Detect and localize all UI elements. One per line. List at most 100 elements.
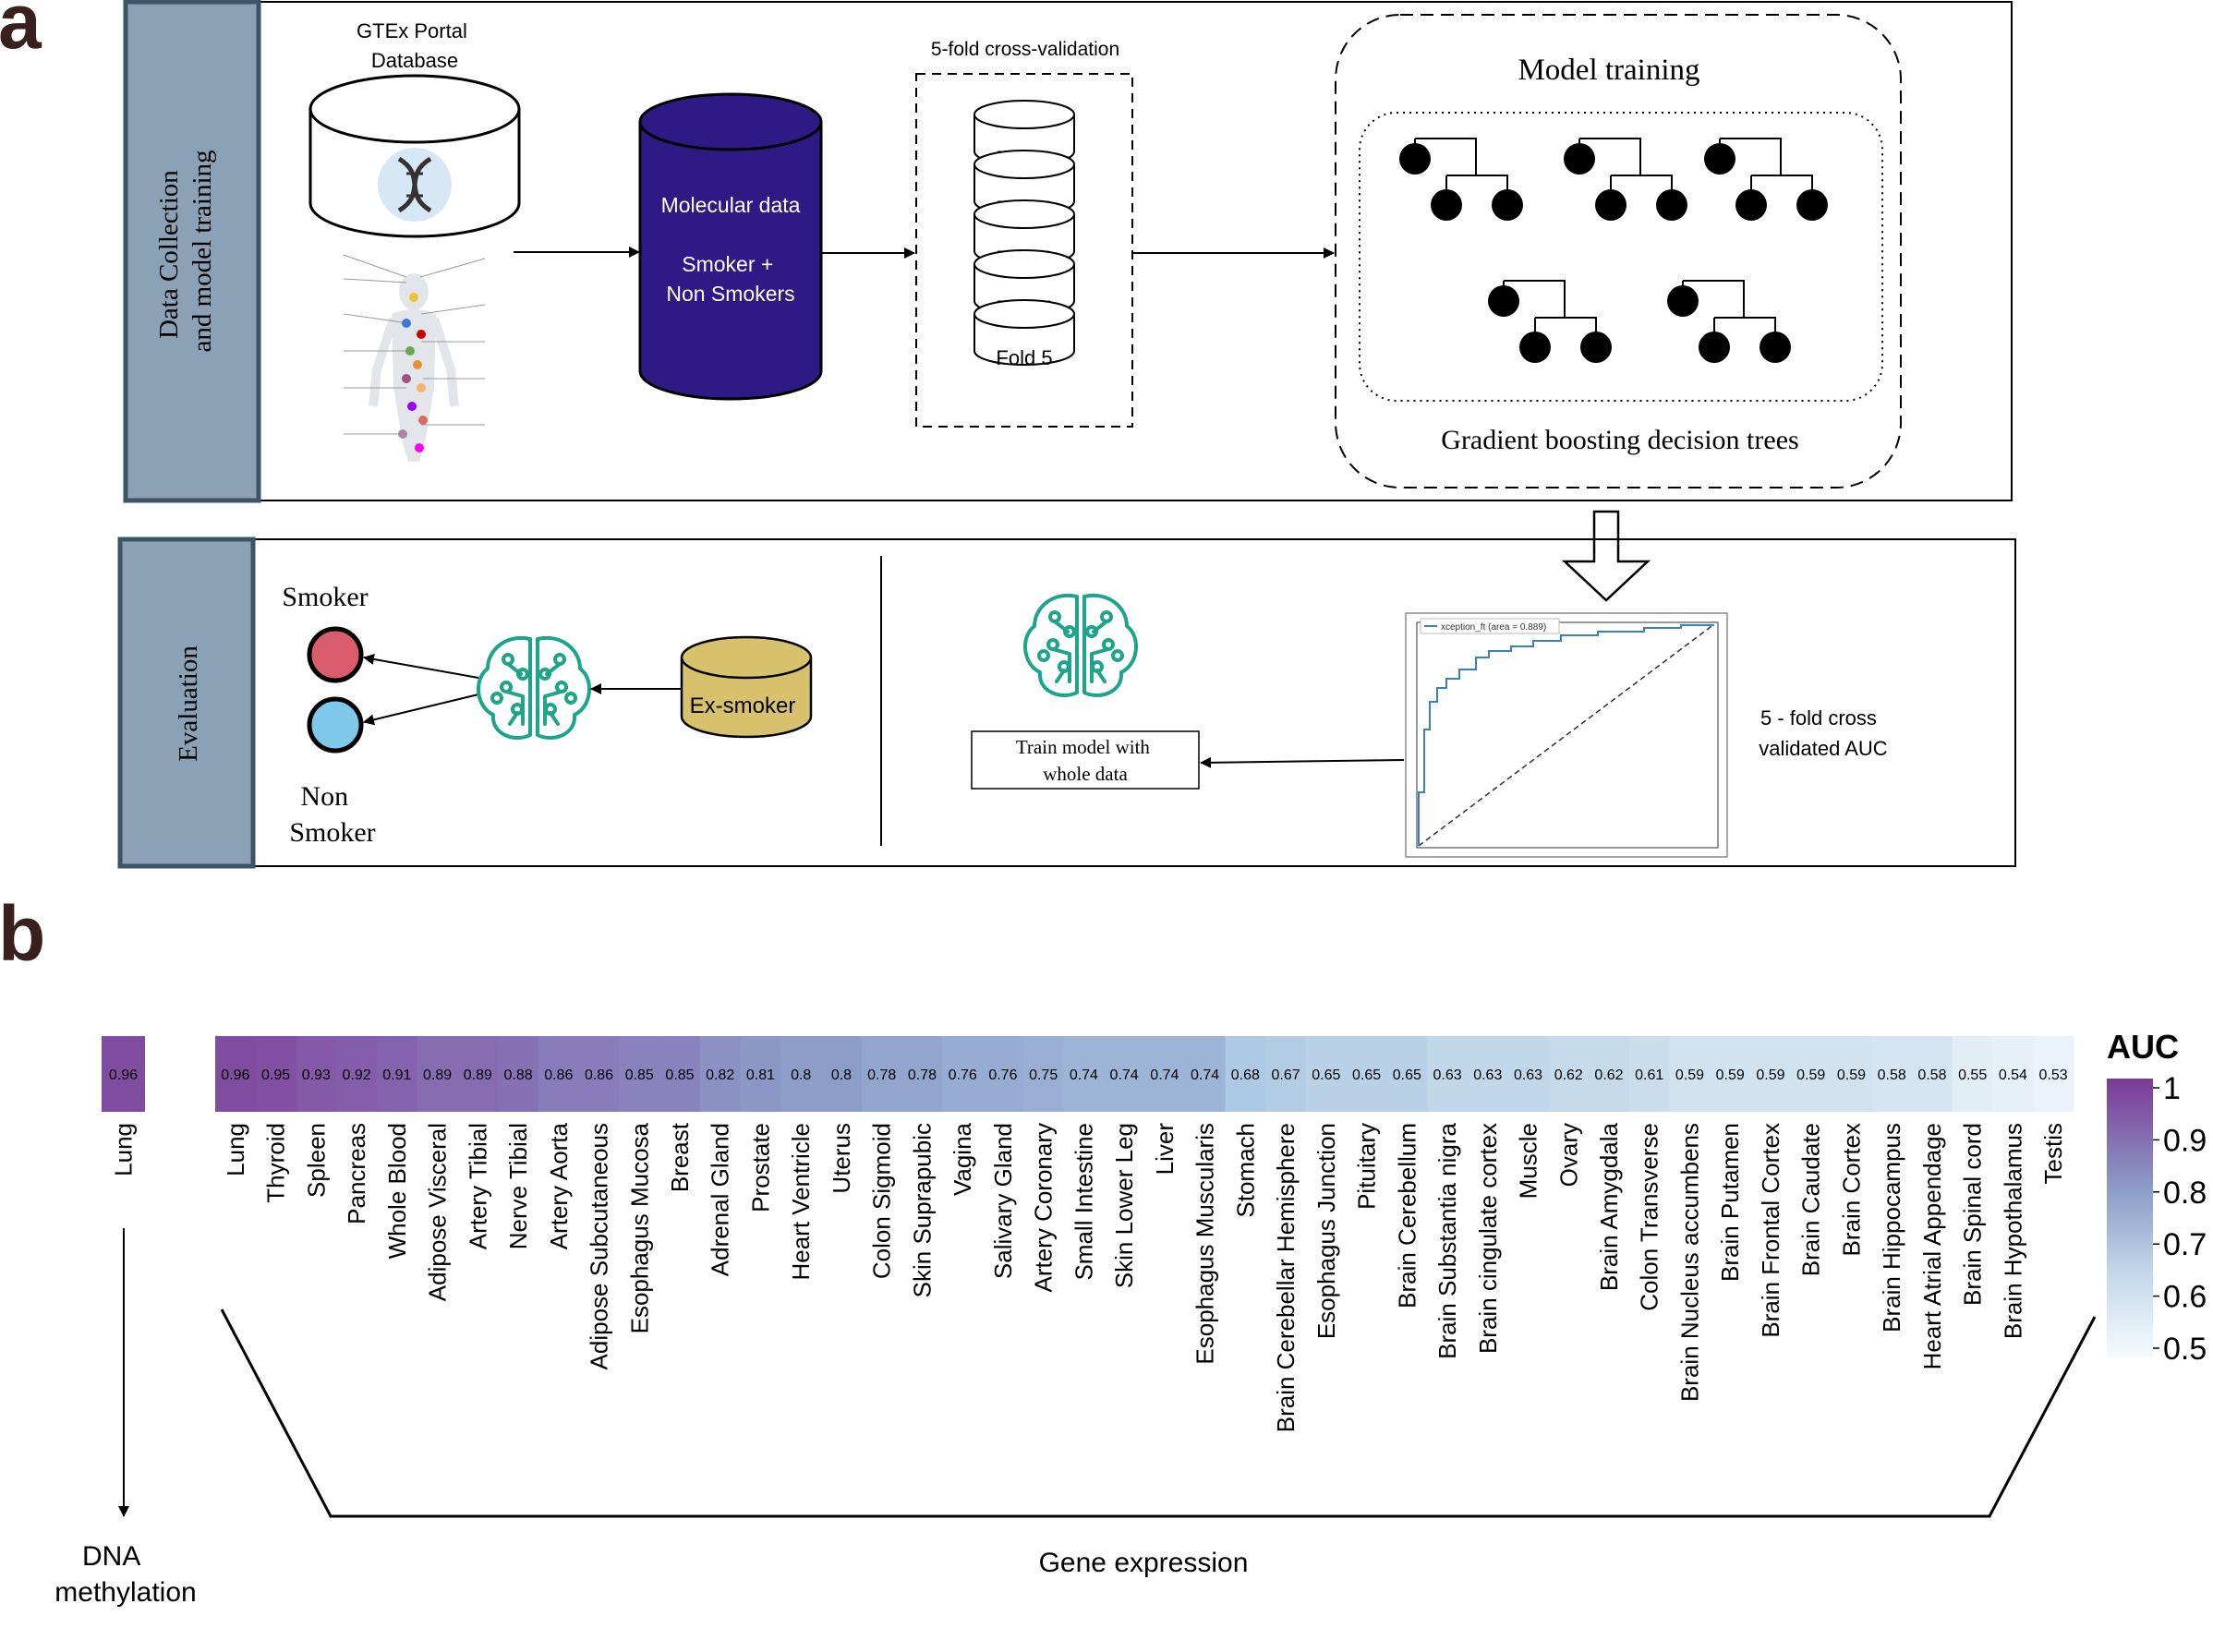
gtex-title-line1: GTEx Portal xyxy=(357,19,467,42)
heatmap-cell-value: 0.65 xyxy=(1352,1067,1381,1083)
arrow-brain-to-smoker xyxy=(363,654,479,679)
heatmap-cell xyxy=(1831,1036,1872,1112)
heatmap-cell xyxy=(538,1036,580,1112)
tissue-label: Heart Atrial Appendage xyxy=(1918,1123,1946,1369)
train-whole-line1: Train model with xyxy=(1016,736,1151,758)
heatmap-cell xyxy=(417,1036,458,1112)
roc-legend-box xyxy=(1420,618,1560,634)
heatmap-cell-value: 0.75 xyxy=(1029,1067,1058,1083)
section2-side-panel xyxy=(117,537,256,869)
heatmap-cell-value: 0.81 xyxy=(746,1067,775,1083)
heatmap-cell-value: 0.96 xyxy=(109,1067,138,1083)
roc-legend-text: xception_ft (area = 0.889) xyxy=(1441,622,1546,633)
arrow-brain-to-nonsmoker xyxy=(363,693,479,726)
heatmap-cell xyxy=(1104,1036,1145,1112)
heatmap-cell-value: 0.74 xyxy=(1191,1067,1219,1083)
dna-label: DNA methylation xyxy=(54,1541,196,1608)
heatmap-cell-value: 0.8 xyxy=(791,1067,811,1083)
heatmap-cell-value: 0.65 xyxy=(1312,1067,1340,1083)
heatmap-cell xyxy=(2033,1036,2074,1112)
ai-brain-icon xyxy=(476,635,592,740)
heatmap-cell xyxy=(1427,1036,1469,1112)
heatmap-cell-value: 0.95 xyxy=(261,1067,290,1083)
heatmap-cell xyxy=(1871,1036,1913,1112)
heatmap-cell-value: 0.86 xyxy=(585,1067,613,1083)
heatmap-cell xyxy=(296,1036,337,1112)
fold-stack: Fold 1Fold 2Fold 3Fold 4Fold 5 xyxy=(973,100,1075,369)
heatmap-cell xyxy=(578,1036,620,1112)
heatmap-cell xyxy=(1144,1036,1186,1112)
tissue-label: Esophagus Mucosa xyxy=(625,1122,653,1333)
tissue-label: Heart Ventricle xyxy=(787,1123,815,1281)
ai-brain-icon-2 xyxy=(1022,593,1139,697)
gene-label: Gene expression xyxy=(1039,1548,1249,1578)
tissue-label: Thyroid xyxy=(262,1123,290,1203)
tissue-label: Brain Hypothalamus xyxy=(1999,1123,2026,1339)
colorbar xyxy=(2107,1079,2153,1357)
dna-label-line1: DNA xyxy=(82,1541,140,1572)
tissue-label: Skin Suprapubic xyxy=(908,1123,936,1297)
tissue-label: Spleen xyxy=(302,1123,330,1198)
gene-expression-heatmap: 0.96Lung0.95Thyroid0.93Spleen0.92Pancrea… xyxy=(215,1036,2074,1432)
non-smoker-label: Non Smoker xyxy=(289,781,375,848)
heatmap-cell xyxy=(1063,1036,1105,1112)
heatmap-cell xyxy=(1952,1036,1994,1112)
molecular-subtitle-line1: Smoker + xyxy=(682,252,773,276)
panel-a-letter: a xyxy=(0,0,42,65)
heatmap-cell xyxy=(619,1036,660,1112)
molecular-title: Molecular data xyxy=(661,193,801,217)
ex-smoker-label: Ex-smoker xyxy=(690,693,796,718)
tissue-label: Brain Amygdala xyxy=(1595,1122,1623,1291)
heatmap-cell xyxy=(1669,1036,1711,1112)
heatmap-cell-value: 0.67 xyxy=(1272,1067,1300,1083)
heatmap-cell-value: 0.78 xyxy=(867,1067,896,1083)
heatmap-cell xyxy=(821,1036,863,1112)
heatmap-cell-value: 0.74 xyxy=(1110,1067,1139,1083)
heatmap-cell xyxy=(215,1036,257,1112)
heatmap-cell-value: 0.62 xyxy=(1554,1067,1583,1083)
tissue-label: Brain Hippocampus xyxy=(1878,1123,1905,1332)
heatmap-cell-value: 0.85 xyxy=(625,1067,654,1083)
heatmap-cell-value: 0.54 xyxy=(1999,1067,2027,1083)
heatmap-cell xyxy=(1265,1036,1307,1112)
heatmap-cell-value: 0.68 xyxy=(1231,1067,1260,1083)
heatmap-cell-value: 0.76 xyxy=(949,1067,977,1083)
heatmap-cell-value: 0.61 xyxy=(1635,1067,1663,1083)
heatmap-cell xyxy=(1548,1036,1590,1112)
auc-caption-line1: 5 - fold cross xyxy=(1760,706,1877,730)
fold-disk xyxy=(973,299,1075,366)
roc-diagonal xyxy=(1418,623,1715,847)
tissue-label: Stomach xyxy=(1231,1123,1259,1218)
section2-frame xyxy=(119,538,2016,867)
tissue-label: Brain Nucleus accumbens xyxy=(1675,1123,1703,1402)
heatmap-cell xyxy=(1589,1036,1630,1112)
section2-label: Evaluation xyxy=(174,645,203,762)
auc-caption: 5 - fold cross validated AUC xyxy=(1759,706,1888,760)
heatmap-cell-value: 0.96 xyxy=(221,1067,249,1083)
decision-tree xyxy=(1704,138,1828,221)
gene-bracket xyxy=(220,1308,2097,1518)
heatmap-cell xyxy=(1346,1036,1387,1112)
auc-caption-line2: validated AUC xyxy=(1759,737,1888,760)
gtex-title: GTEx Portal Database xyxy=(357,19,473,72)
tissue-label: Muscle xyxy=(1515,1123,1542,1199)
molecular-subtitle: Smoker + Non Smokers xyxy=(666,252,794,306)
tissue-label: Whole Blood xyxy=(383,1123,411,1259)
section1-label: Data Collection and model training xyxy=(154,150,217,352)
colorbar-tick-label: 0.9 xyxy=(2163,1123,2207,1158)
heatmap-cell-value: 0.86 xyxy=(544,1067,573,1083)
heatmap-cell xyxy=(1790,1036,1832,1112)
heatmap-cell xyxy=(1710,1036,1751,1112)
tissue-label: Brain Cortex xyxy=(1837,1123,1865,1257)
heatmap-cell xyxy=(1912,1036,1953,1112)
smoker-dot xyxy=(307,626,364,683)
roc-axes xyxy=(1416,621,1719,849)
model-training-title: Model training xyxy=(1518,54,1699,87)
heatmap-cell xyxy=(1225,1036,1266,1112)
tissue-label: Breast xyxy=(666,1122,694,1192)
heatmap-cell xyxy=(1022,1036,1065,1112)
train-whole-line2: whole data xyxy=(1043,763,1128,785)
tissue-label: Colon Transverse xyxy=(1636,1123,1663,1311)
section1-label-line1: Data Collection xyxy=(154,170,184,339)
cv-dashed-box xyxy=(915,73,1133,428)
